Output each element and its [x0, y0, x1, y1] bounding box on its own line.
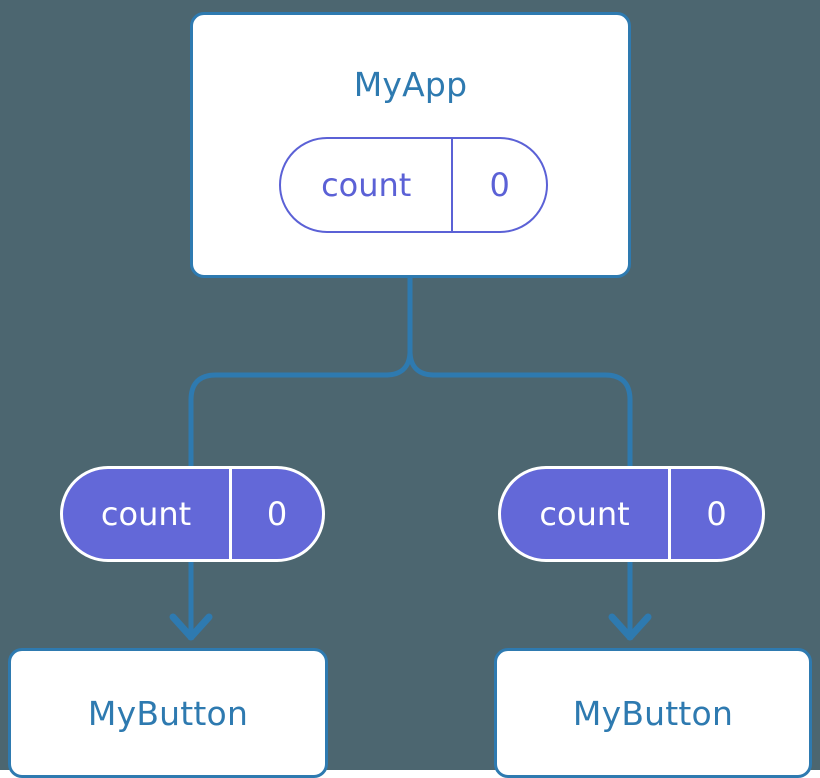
component-label-mybutton-right: MyButton — [572, 693, 734, 733]
state-key-myapp: count — [281, 139, 454, 231]
edge-branch-left — [188, 372, 388, 466]
edge-junction-fillet-left — [385, 350, 413, 378]
component-label-mybutton-left: MyButton — [87, 693, 249, 733]
state-pill-myapp[interactable]: count 0 — [279, 137, 548, 233]
edge-branch-right — [432, 372, 633, 466]
state-key-child-left: count — [63, 469, 233, 559]
component-label-myapp: MyApp — [353, 65, 468, 104]
component-node-mybutton-left[interactable]: MyButton — [8, 648, 328, 778]
state-pill-child-right[interactable]: count 0 — [498, 466, 765, 562]
component-node-mybutton-right[interactable]: MyButton — [494, 648, 812, 778]
arrowhead-right-icon — [608, 613, 652, 641]
state-value-myapp: 0 — [489, 166, 510, 204]
state-key-child-right: count — [501, 469, 672, 559]
component-node-myapp[interactable]: MyApp count 0 — [190, 12, 631, 278]
state-value-child-left: 0 — [266, 495, 288, 533]
edge-junction-fillet-right — [407, 350, 435, 378]
state-pill-child-left[interactable]: count 0 — [60, 466, 325, 562]
state-value-child-right: 0 — [706, 495, 727, 533]
arrowhead-left-icon — [169, 613, 213, 641]
